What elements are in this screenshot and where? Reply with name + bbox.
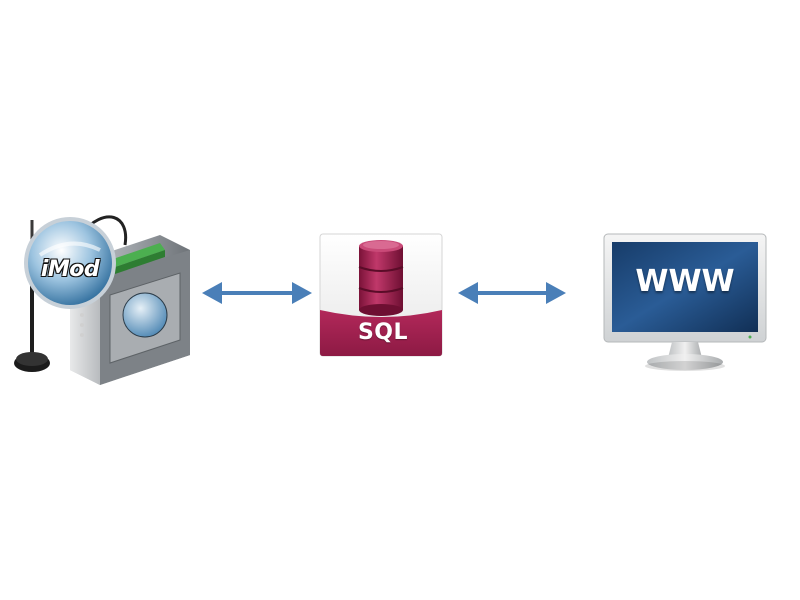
database-icon — [319, 233, 443, 357]
bidirectional-arrow-right — [456, 280, 568, 306]
database-cylinder — [358, 240, 404, 316]
imod-device: iMod — [10, 205, 210, 395]
power-led — [748, 335, 752, 339]
www-label: WWW — [635, 264, 735, 299]
imod-device-illustration — [14, 215, 190, 385]
double-arrow-icon — [458, 282, 566, 304]
double-arrow-icon — [202, 282, 312, 304]
sql-label: SQL — [357, 320, 409, 345]
device-front-logo — [122, 292, 168, 338]
sql-database: SQL — [318, 232, 448, 362]
monitor-stand — [668, 342, 702, 358]
imod-logo-text: iMod — [40, 257, 100, 282]
monitor-screen — [612, 242, 758, 332]
imod-badge — [24, 217, 116, 309]
terminal-block — [110, 243, 165, 267]
monitor-icon — [603, 233, 767, 371]
web-monitor: WWW — [600, 230, 770, 380]
bidirectional-arrow-left — [200, 280, 314, 306]
